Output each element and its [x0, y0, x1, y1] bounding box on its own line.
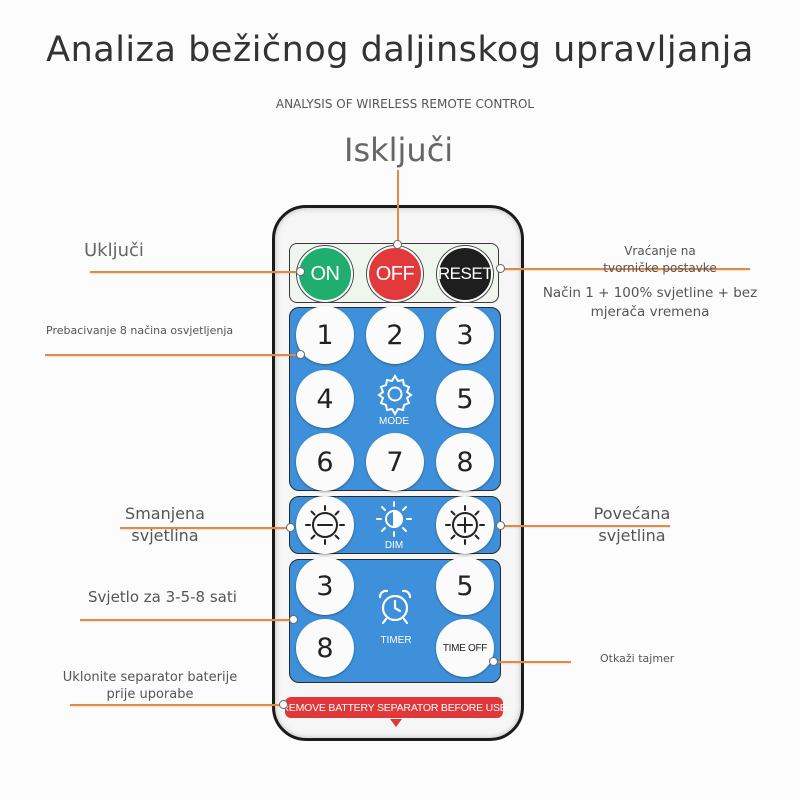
dim-label: DIM: [384, 540, 404, 551]
down-arrow-icon: [390, 719, 402, 727]
timer-5h-button[interactable]: 5: [436, 557, 494, 615]
sun-plus-icon: [445, 505, 485, 545]
on-callout: Uključi: [84, 240, 144, 261]
mode-button-2[interactable]: 2: [366, 306, 424, 364]
mode-button-8[interactable]: 8: [436, 433, 494, 491]
battery-callout-1: Uklonite separator baterije: [62, 670, 238, 685]
timer-off-button[interactable]: TIME OFF: [436, 619, 494, 677]
battery-dot: [279, 700, 288, 709]
gear-icon: [372, 372, 418, 418]
timer-callout: Svjetlo za 3-5-8 sati: [88, 588, 237, 606]
dim-up-callout-1: Povećana: [593, 504, 671, 523]
reset-desc-1: Način 1 + 100% svjetline + bez: [542, 285, 758, 301]
mode-button-1[interactable]: 1: [296, 306, 354, 364]
modes-callout: Prebacivanje 8 načina osvjetljenja: [46, 324, 234, 337]
on-dot: [296, 267, 305, 276]
page-subtitle: ANALYSIS OF WIRELESS REMOTE CONTROL: [275, 97, 535, 111]
reset-desc-2: mjerača vremena: [590, 304, 710, 320]
timer-off-leader: [493, 661, 571, 663]
page-title: Analiza bežičnog daljinskog upravljanja: [46, 30, 754, 70]
on-button[interactable]: ON: [297, 246, 353, 302]
off-dot: [393, 240, 402, 249]
off-leader: [397, 170, 399, 244]
mode-button-5[interactable]: 5: [436, 370, 494, 428]
battery-leader: [70, 704, 283, 706]
reset-dot: [496, 264, 505, 273]
timer-8h-button[interactable]: 8: [296, 619, 354, 677]
dim-up-leader: [500, 525, 670, 527]
timer-off-callout: Otkaži tajmer: [600, 652, 675, 665]
reset-button[interactable]: RESET: [437, 246, 493, 302]
dim-down-callout-1: Smanjena: [125, 504, 205, 523]
battery-callout-2: prije uporabe: [106, 687, 194, 702]
off-button[interactable]: OFF: [367, 246, 423, 302]
mode-button-7[interactable]: 7: [366, 433, 424, 491]
timer-dot: [289, 615, 298, 624]
reset-callout-1: Vraćanje na: [624, 244, 696, 258]
dim-down-leader: [120, 527, 290, 529]
battery-separator-strip: REMOVE BATTERY SEPARATOR BEFORE USE: [281, 697, 507, 718]
dim-down-button[interactable]: [296, 496, 354, 554]
on-leader: [90, 271, 300, 273]
modes-leader: [45, 354, 300, 356]
half-sun-icon: [374, 499, 414, 539]
mode-label: MODE: [379, 416, 409, 427]
timer-label: TIMER: [380, 635, 412, 646]
dim-up-button[interactable]: [436, 496, 494, 554]
timer-3h-button[interactable]: 3: [296, 557, 354, 615]
timer-leader: [80, 619, 293, 621]
dim-up-dot: [496, 521, 505, 530]
reset-callout-2: tvorničke postavke: [603, 261, 717, 275]
dim-down-callout-2: svjetlina: [131, 526, 199, 545]
mode-button-4[interactable]: 4: [296, 370, 354, 428]
timer-off-dot: [489, 657, 498, 666]
sun-minus-icon: [305, 505, 345, 545]
reset-leader: [502, 268, 750, 270]
mode-button-6[interactable]: 6: [296, 433, 354, 491]
mode-button-3[interactable]: 3: [436, 306, 494, 364]
alarm-clock-icon: [374, 586, 416, 628]
dim-down-dot: [286, 523, 295, 532]
modes-dot: [296, 350, 305, 359]
off-callout: Isključi: [344, 131, 454, 169]
dim-up-callout-2: svjetlina: [598, 526, 666, 545]
